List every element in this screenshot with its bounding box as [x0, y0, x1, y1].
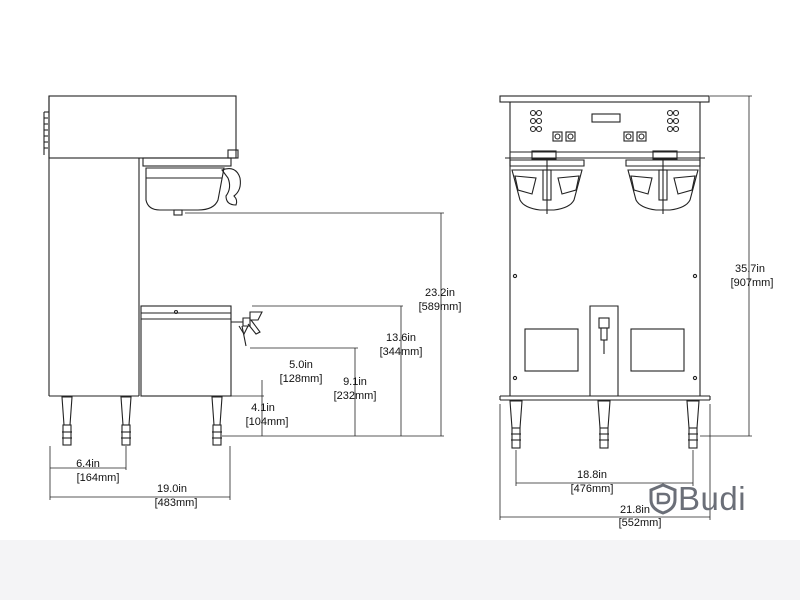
- side-view-machine: [43, 95, 263, 446]
- dim-leg-spacing-imperial: 6.4in: [76, 458, 100, 470]
- dim-leg-height-metric: [104mm]: [246, 416, 289, 428]
- front-brew-funnel-right: [625, 150, 701, 214]
- side-legs: [61, 396, 223, 446]
- front-legs: [509, 400, 700, 449]
- dim-base-height-imperial: 9.1in: [343, 376, 367, 388]
- dim-leg-height-imperial: 4.1in: [251, 402, 275, 414]
- dim-total-height-imperial: 23.2in: [425, 287, 455, 299]
- dim-base-height-metric: [232mm]: [334, 390, 377, 402]
- dim-depth-imperial: 19.0in: [157, 483, 187, 495]
- dim-leg-span-metric: [476mm]: [571, 483, 614, 495]
- side-server: [140, 305, 263, 397]
- dim-cup-clearance-imperial: 5.0in: [289, 359, 313, 371]
- dim-width-imperial: 21.8in: [620, 504, 650, 516]
- shield-icon: [649, 483, 677, 515]
- dim-height-metric: [907mm]: [731, 277, 774, 289]
- front-dimension-lines: [499, 95, 752, 520]
- side-dimension-lines: [49, 212, 444, 500]
- dim-leg-span-imperial: 18.8in: [577, 469, 607, 481]
- dim-height-imperial: 35.7in: [735, 263, 765, 275]
- front-brew-funnel-left: [509, 150, 585, 214]
- dim-faucet-height-metric: [344mm]: [380, 346, 423, 358]
- dim-cup-clearance-metric: [128mm]: [280, 373, 323, 385]
- dim-total-height-metric: [589mm]: [419, 301, 462, 313]
- dim-faucet-height-imperial: 13.6in: [386, 332, 416, 344]
- front-dimension-labels: 35.7in [907mm] 18.8in [476mm] 21.8in [55…: [571, 263, 774, 529]
- footer-strip: [0, 540, 800, 600]
- front-view-machine: [499, 95, 711, 449]
- brand-name: Budi: [678, 480, 747, 517]
- brand-logo: Budi: [648, 480, 746, 518]
- dim-width-metric: [552mm]: [619, 517, 662, 529]
- dim-leg-spacing-metric: [164mm]: [77, 472, 120, 484]
- side-dimension-labels: 23.2in [589mm] 13.6in [344mm] 5.0in [128…: [76, 287, 461, 509]
- dim-depth-metric: [483mm]: [155, 497, 198, 509]
- front-faucet: [589, 305, 619, 397]
- side-brew-funnel: [142, 157, 241, 216]
